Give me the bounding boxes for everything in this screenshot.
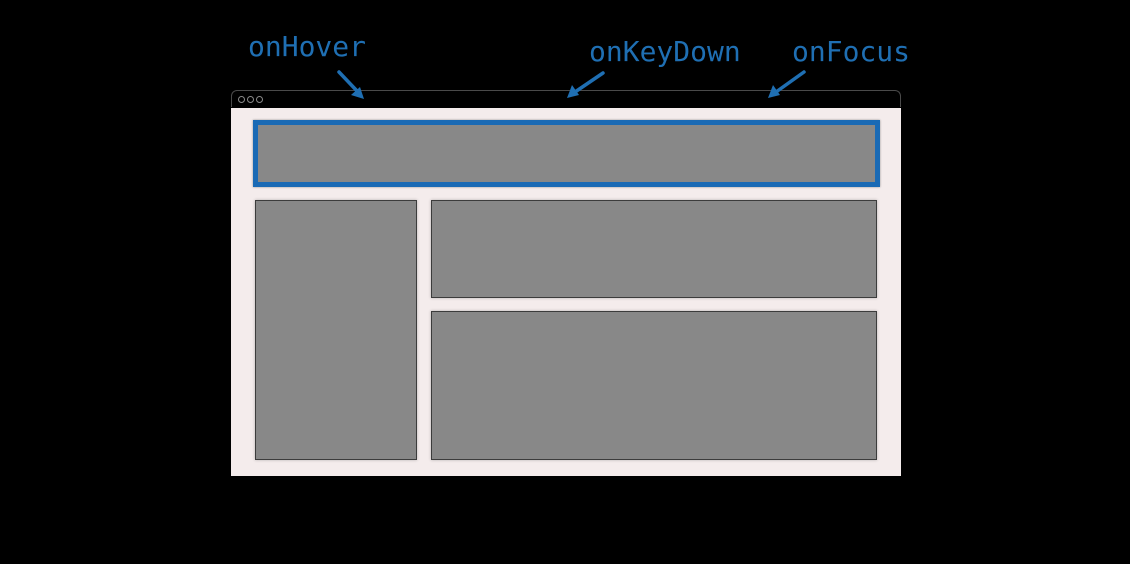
content-top-panel[interactable] bbox=[431, 200, 877, 298]
window-titlebar bbox=[231, 90, 901, 107]
browser-window bbox=[231, 90, 901, 476]
onkeydown-label: onKeyDown bbox=[589, 35, 741, 68]
onfocus-label: onFocus bbox=[792, 35, 911, 68]
browser-viewport bbox=[231, 108, 901, 476]
onhover-label: onHover bbox=[248, 30, 367, 63]
maximize-window-dot-icon[interactable] bbox=[256, 96, 263, 103]
header-panel[interactable] bbox=[253, 120, 880, 187]
minimize-window-dot-icon[interactable] bbox=[247, 96, 254, 103]
close-window-dot-icon[interactable] bbox=[238, 96, 245, 103]
sidebar-panel[interactable] bbox=[255, 200, 417, 460]
content-bottom-panel[interactable] bbox=[431, 311, 877, 460]
